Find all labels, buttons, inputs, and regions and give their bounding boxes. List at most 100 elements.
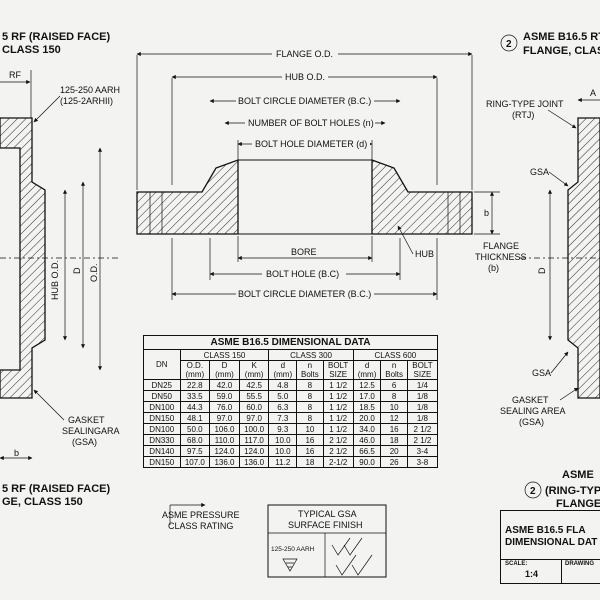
od-label: O.D. [89,263,99,282]
left-gasket-line3: (GSA) [72,437,97,447]
column-header-text: D [221,361,228,370]
table-cell: 136.0 [238,456,270,468]
bore-label: BORE [291,247,317,257]
column-header-text: (mm) [185,370,205,379]
table-cell: 8 [296,412,324,424]
table-cell: 68.0 [179,434,211,446]
pressure-note-line1: ASME PRESSURE [162,510,240,520]
column-header-text: Bolts [385,370,404,379]
flange-od-label-bg [272,46,338,60]
table-cell: 18 [296,456,324,468]
drawing-label: DRAWING [565,561,594,567]
table-cell: 42.0 [209,379,240,391]
table-cell: 34.0 [352,423,382,435]
table-row-dn: DN25 [143,379,181,391]
table-cell: 60.0 [238,401,270,413]
table-cell: 2 1/2 [406,423,439,435]
bolt-circle-top-bg [236,94,374,107]
table-cell: 3-4 [406,445,439,457]
hub-od-label: HUB O.D. [50,260,60,300]
table-cell: 48.1 [179,412,211,424]
left-caption-line1: 5 RF (RAISED FACE) [2,483,111,495]
table-cell: 8 [380,390,408,402]
table-row-dn: DN330 [143,434,181,446]
rtj-line1: RING-TYPE JOINT [486,99,564,109]
table-cell: 100.0 [238,423,270,435]
column-header-text: n [391,361,397,370]
right-gasket-leader [559,387,579,401]
center-view: FLANGE O.D. HUB O.D. BOLT CIRCLE DIAMETE… [136,46,527,300]
flange-thickness-line3: (b) [488,263,499,273]
finish-symbol-triangle [282,558,298,572]
right-caption-line3: FLANGE, [556,498,600,510]
bolt-circle-bottom-bg [236,287,374,300]
table-cell: 2 1/2 [322,434,354,446]
column-header-text: d [364,361,370,370]
right-caption-line2: (RING-TYPE [545,485,600,497]
class-600-header: CLASS 600 [352,349,439,361]
column-header-text: O.D. [186,361,204,370]
d-label: D [72,267,82,274]
table-cell: 1 1/2 [322,401,354,413]
a-label: A [590,88,596,98]
table-cell: 59.0 [209,390,240,402]
table-cell: 110.0 [209,434,240,446]
table-cell: 44.3 [179,401,211,413]
column-header-text: (mm) [273,370,293,379]
bolt-hole-dia-bg [252,137,370,150]
table-cell: 1/4 [406,379,439,391]
table-cell: 18.5 [352,401,382,413]
pressure-note-line2: CLASS RATING [168,521,233,531]
table-cell: 42.5 [238,379,270,391]
table-column-header: d(mm) [268,360,298,380]
column-header-text: d [280,361,286,370]
center-hub-od-label: HUB O.D. [285,72,325,82]
gsa-top-label: GSA [530,167,549,177]
left-finish-line2: (125-2ARHII) [60,96,113,106]
column-header-text: SIZE [413,370,432,379]
table-cell: 7.3 [268,412,298,424]
column-header-text: (mm) [357,370,377,379]
table-cell: 18 [380,434,408,446]
table-row-dn: DN100 [143,401,181,413]
table-cell: 136.0 [209,456,240,468]
table-cell: 16 [296,434,324,446]
right-view-title-line1: ASME B16.5 RT [523,31,600,43]
table-cell: 97.5 [179,445,211,457]
left-gasket-line2: SEALINGARA [62,426,120,436]
class-300-header: CLASS 300 [268,349,354,361]
table-cell: 4.8 [268,379,298,391]
table-cell: 6.3 [268,401,298,413]
scale-value: 1:4 [525,569,539,579]
table-cell: 3-8 [406,456,439,468]
table-row-dn: DN150 [143,456,181,468]
table-cell: 10.0 [268,445,298,457]
title-block-title-line2: DIMENSIONAL DAT [505,537,598,548]
table-cell: 106.0 [209,423,240,435]
table-cell: 1/8 [406,401,439,413]
finish-symbol-checks-bottom [335,554,373,576]
table-column-header: D(mm) [209,360,240,380]
bolt-hole-right [447,191,461,235]
table-cell: 16 [380,423,408,435]
table-cell: 22.8 [179,379,211,391]
table-cell: 5.0 [268,390,298,402]
right-caption-line1: ASME [562,469,594,481]
column-header-text: n [307,361,313,370]
right-view-title-line2: FLANGE, CLAS [523,45,600,57]
center-b-label: b [484,208,489,218]
rf-label: RF [9,70,21,80]
column-header-text: Bolts [300,370,319,379]
finish-leader [33,95,61,123]
column-header-text: BOLT [328,361,349,370]
table-cell: 50.0 [179,423,211,435]
gsa-finish-title-line1: TYPICAL GSA [298,509,357,519]
table-row-dn: DN100 [143,423,181,435]
left-view: 5 RF (RAISED FACE) CLASS 150 RF 125-250 … [0,31,120,508]
table-cell: 26 [380,456,408,468]
